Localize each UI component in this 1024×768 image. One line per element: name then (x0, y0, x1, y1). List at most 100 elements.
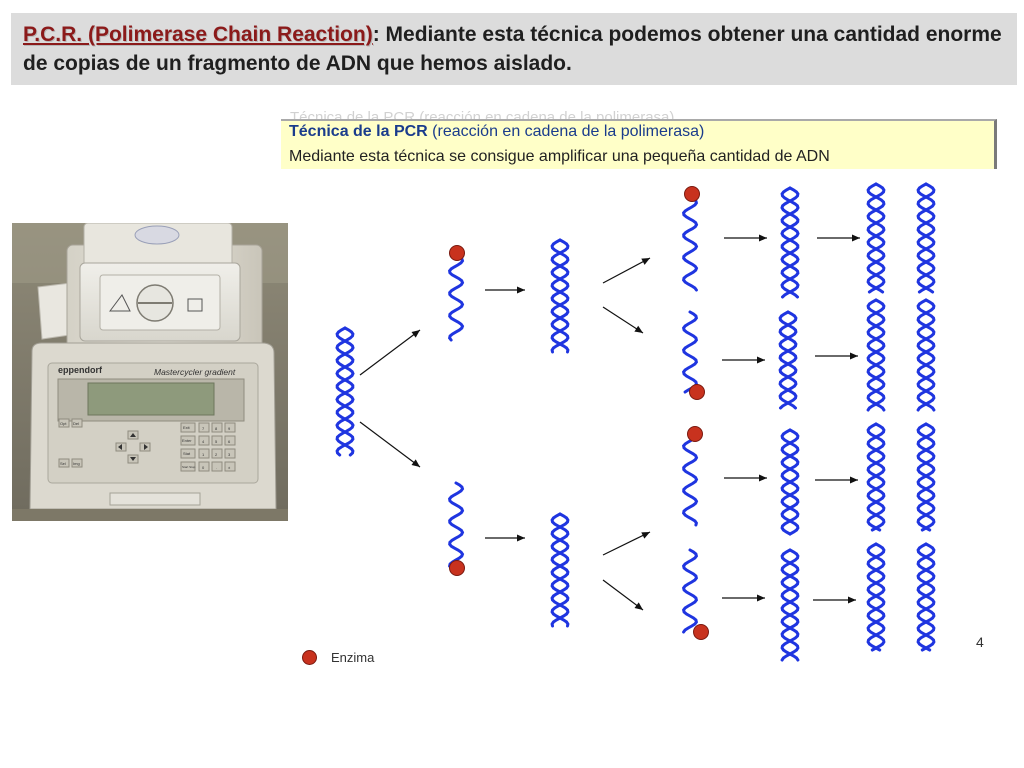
key-7-label: 7 (202, 426, 205, 431)
key-4-label: 4 (202, 439, 205, 444)
process-arrow (815, 352, 858, 360)
key-1-label: 1 (202, 452, 205, 457)
enzyme-marker (449, 560, 465, 576)
title-highlight: P.C.R. (Polimerase Chain Reaction) (23, 23, 373, 46)
up-arrow-icon (130, 433, 136, 437)
process-arrow (724, 474, 767, 482)
dna-double-helix (335, 326, 355, 457)
process-arrow (602, 531, 651, 556)
key-sel[interactable] (58, 458, 70, 468)
helix-strand-b (780, 428, 800, 536)
key-enter[interactable] (180, 435, 196, 446)
enzyme-legend-label: Enzima (331, 650, 375, 665)
key-3[interactable] (224, 448, 236, 459)
helix-strand-a (866, 542, 886, 652)
lid-heat-icon (187, 298, 203, 312)
pcr-diagram (335, 182, 936, 662)
key-3-label: 3 (228, 452, 231, 457)
key-enter-label: Enter (182, 438, 192, 443)
key-exit-label: Exit (183, 425, 191, 430)
dna-double-helix (780, 186, 800, 299)
key-del-label: Del (73, 421, 79, 426)
key-dot[interactable] (211, 461, 223, 472)
process-arrow (724, 234, 767, 242)
dna-single-strand (681, 195, 699, 292)
key-start-stop-label: Start Stop (182, 465, 196, 469)
helix-strand-b (866, 298, 886, 412)
key-9[interactable] (224, 422, 236, 433)
helix-strand-b (866, 182, 886, 294)
dna-single-strand (681, 310, 699, 394)
info-title-rest: (reacción en cadena de la polimerasa) (427, 123, 705, 140)
pcr-info-box: Técnica de la PCR (reacción en cadena de… (281, 109, 1005, 169)
down-arrow-icon (130, 457, 136, 461)
key-1[interactable] (198, 448, 210, 459)
helix-strand-b (866, 422, 886, 532)
process-arrow (722, 594, 765, 602)
helix-strand-b (916, 298, 936, 412)
key-2-label: 2 (215, 452, 218, 457)
dna-double-helix (778, 310, 798, 410)
key-0[interactable] (198, 461, 210, 472)
info-title-bold: Técnica de la PCR (289, 123, 428, 140)
dna-double-helix (866, 182, 886, 294)
lcd-display (87, 382, 215, 416)
info-description: Mediante esta técnica se consigue amplif… (289, 148, 830, 165)
left-arrow-icon (118, 444, 122, 450)
info-box-panel: Técnica de la PCR (reacción en cadena de… (281, 119, 997, 169)
dna-single-strand (681, 428, 699, 527)
key-8-label: 8 (215, 426, 218, 431)
key-5[interactable] (211, 435, 223, 446)
dna-single-strand (447, 253, 465, 342)
helix-strand-b (866, 542, 886, 652)
title-rest: : Mediante esta técnica podemos obtener … (23, 23, 1002, 75)
dna-double-helix (866, 422, 886, 532)
key-6[interactable] (224, 435, 236, 446)
dna-double-helix (916, 182, 936, 294)
page-number: 4 (976, 634, 984, 650)
key-2[interactable] (211, 448, 223, 459)
helix-strand-a (550, 238, 570, 354)
slide-header: P.C.R. (Polimerase Chain Reaction): Medi… (11, 13, 1017, 85)
dna-double-helix (550, 512, 570, 628)
dna-single-strand (681, 548, 699, 634)
key-opt-label: Opt (60, 421, 67, 426)
key-dot-label: . (216, 465, 217, 470)
key-7[interactable] (198, 422, 210, 433)
dna-double-helix (916, 542, 936, 652)
key-plusminus[interactable] (224, 461, 236, 472)
enzyme-marker (449, 245, 465, 261)
key-img[interactable] (71, 458, 83, 468)
key-4[interactable] (198, 435, 210, 446)
key-start-stop[interactable] (180, 461, 196, 472)
dna-double-helix (866, 542, 886, 652)
process-arrow (815, 476, 858, 484)
brand-label: eppendorf (58, 365, 103, 375)
enzyme-legend-icon (302, 650, 317, 665)
enzyme-marker (684, 186, 700, 202)
helix-strand-a (778, 310, 798, 410)
key-del[interactable] (71, 418, 83, 428)
key-8[interactable] (211, 422, 223, 433)
key-stat[interactable] (180, 448, 196, 459)
dna-double-helix (916, 422, 936, 532)
key-opt[interactable] (58, 418, 70, 428)
label-sticker (134, 225, 180, 245)
helix-strand-b (916, 422, 936, 532)
thermocycler-photo: eppendorf Mastercycler gradient Opt Del … (12, 223, 288, 521)
key-plusminus-label: ± (228, 465, 231, 470)
key-9-label: 9 (228, 426, 231, 431)
key-6-label: 6 (228, 439, 231, 444)
key-exit[interactable] (180, 422, 196, 433)
helix-strand-b (916, 542, 936, 652)
helix-strand-a (335, 326, 355, 457)
dna-double-helix (780, 428, 800, 536)
process-arrow (602, 579, 644, 611)
process-arrow (602, 306, 644, 334)
helix-strand-b (550, 512, 570, 628)
process-arrow (813, 596, 856, 604)
dna-double-helix (866, 298, 886, 412)
front-slot (109, 492, 201, 506)
key-5-label: 5 (215, 439, 218, 444)
right-arrow-icon (144, 444, 148, 450)
